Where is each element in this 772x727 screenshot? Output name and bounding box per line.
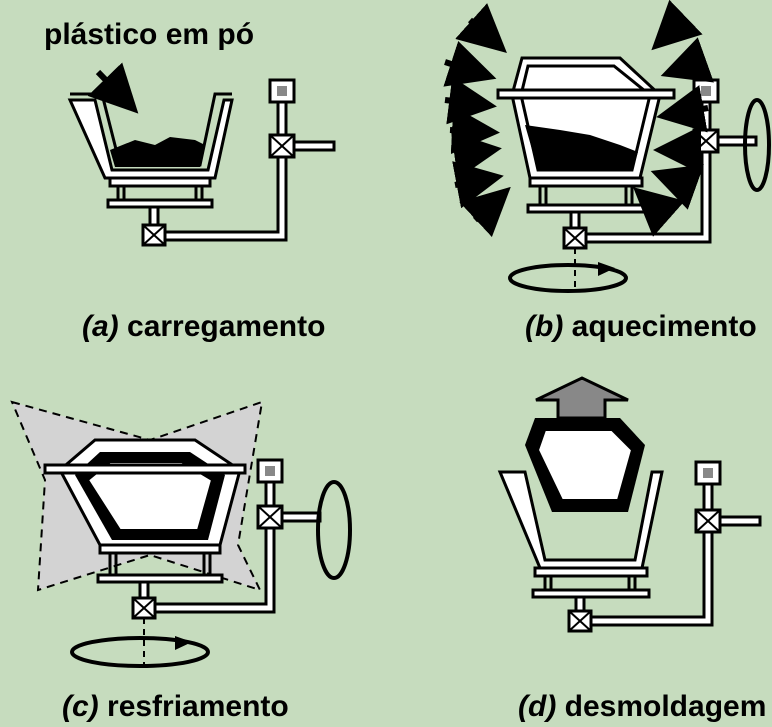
heat-arrows [443, 0, 714, 238]
panel-b [443, 0, 771, 293]
cooled-part [86, 461, 214, 531]
caption-d-letter: (d) [518, 690, 557, 723]
eject-arrow [535, 376, 629, 420]
mold-base [108, 176, 212, 188]
caption-c: (c) resfriamento [62, 692, 289, 722]
caption-d: (d) desmoldagem [518, 692, 766, 722]
plastic-powder [110, 137, 205, 167]
panel-c [10, 400, 352, 668]
caption-a: (a) carregamento [82, 312, 325, 342]
panel-d [497, 376, 762, 633]
side-shaft [292, 140, 336, 152]
caption-c-name: resfriamento [107, 690, 289, 723]
powder-label: plástico em pó [44, 18, 255, 51]
caption-d-name: desmoldagem [564, 690, 767, 723]
rotation-ellipse-b [508, 263, 628, 293]
caption-c-letter: (c) [62, 690, 99, 723]
rotation-ellipse-b-side [743, 98, 771, 192]
caption-b-letter: (b) [525, 310, 564, 343]
plastic-powder-b [525, 125, 638, 170]
panel-a [67, 62, 336, 247]
caption-b: (b) aquecimento [525, 312, 757, 342]
caption-b-name: aquecimento [571, 310, 757, 343]
rotation-ellipse-c [70, 636, 210, 668]
caption-a-name: carregamento [127, 310, 326, 343]
caption-a-letter: (a) [82, 310, 119, 343]
rotation-ellipse-c-side [316, 480, 352, 580]
powder-pointer-arrow [87, 62, 139, 114]
